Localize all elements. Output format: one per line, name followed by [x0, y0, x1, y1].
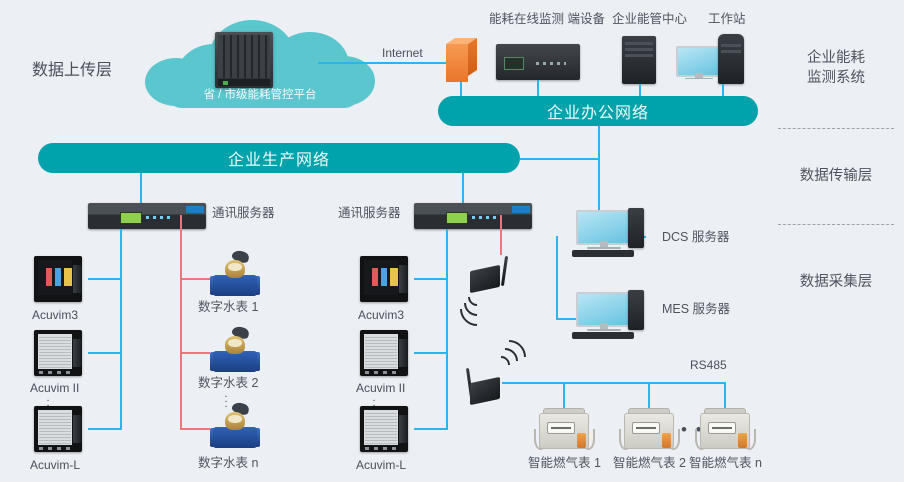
office-device-label-workstation: 工作站 — [708, 12, 746, 26]
power-meter-icon-acuvim2-mid — [360, 330, 408, 376]
plant-server-label-dcs: DCS 服务器 — [662, 230, 730, 244]
network-bar-office-label: 企业办公网络 — [546, 105, 649, 122]
power-meter-label-acuvim2-mid: Acuvim II — [356, 381, 406, 395]
bus-red-left-branch-2 — [180, 352, 210, 354]
power-meter-icon-acuvim2-left — [34, 330, 82, 376]
office-device-label-center: 企业能管中心 — [612, 12, 688, 26]
comm-server-icon-left — [88, 203, 206, 229]
rs485-bus-line — [502, 382, 726, 384]
bus-blue-mid — [446, 229, 448, 429]
bus-red-left — [180, 215, 182, 429]
bus-blue-mid-branch-2 — [414, 352, 448, 354]
gas-meter-label-n: 智能燃气表 n — [689, 456, 762, 470]
water-meter-label-2: 数字水表 2 — [198, 376, 259, 390]
office-downlink-trunk — [598, 126, 600, 236]
water-meter-icon-1 — [210, 248, 260, 296]
bus-blue-mid-branch-3 — [414, 428, 448, 430]
gas-meter-label-2: 智能燃气表 2 — [613, 456, 686, 470]
bus-blue-left — [120, 229, 122, 429]
workstation-icon — [676, 46, 722, 84]
bus-red-mid-gateway — [500, 215, 502, 255]
gas-meter-icon-n — [694, 408, 757, 452]
comm-server-icon-right — [414, 203, 532, 229]
water-meter-icon-2 — [210, 324, 260, 372]
workstation-to-office-line — [722, 84, 724, 104]
tower-pc-icon — [622, 36, 656, 84]
gas-meter-icon-2 — [618, 408, 681, 452]
comm-server-label-right: 通讯服务器 — [338, 206, 401, 220]
layer-label-upload: 数据上传层 — [32, 62, 113, 79]
workstation-tower-icon — [718, 34, 744, 84]
desktop-pc-icon-dcs — [576, 210, 632, 254]
layer-label-transport: 数据传输层 — [799, 168, 873, 184]
ellipsis-water: ... — [224, 388, 228, 410]
production-to-comm-right-line — [462, 173, 464, 205]
bus-red-left-branch-3 — [180, 428, 210, 430]
edge-to-office-line — [537, 80, 539, 104]
firewall-to-office-line — [460, 82, 462, 104]
office-to-production-line — [520, 158, 600, 160]
mes-tower-icon — [628, 290, 644, 330]
rs485-drop-3 — [724, 382, 726, 410]
gas-meter-label-1: 智能燃气表 1 — [528, 456, 601, 470]
cloud-platform: 省 / 市级能耗管控平台 — [145, 18, 375, 110]
power-meter-label-acuviml-mid: Acuvim-L — [356, 458, 407, 472]
rs485-label: RS485 — [690, 358, 727, 372]
network-bar-production-label: 企业生产网络 — [227, 152, 330, 169]
bus-blue-left-branch-3 — [88, 428, 122, 430]
water-meter-label-1: 数字水表 1 — [198, 300, 259, 314]
bus-blue-mid-branch-1 — [414, 278, 448, 280]
dcs-keyboard-icon — [572, 250, 634, 257]
water-meter-label-n: 数字水表 n — [198, 456, 259, 470]
office-server-branch — [556, 236, 558, 318]
layer-divider-2 — [778, 224, 894, 225]
power-meter-label-acuvim3-mid: Acuvim3 — [358, 308, 405, 322]
rack-appliance-icon — [496, 44, 580, 80]
office-device-label-edge: 能耗在线监测 端设备 — [489, 12, 605, 26]
power-meter-icon-acuviml-mid — [360, 406, 408, 452]
rack-server-icon — [215, 32, 273, 88]
layer-label-ems: 企业能耗 监测系统 — [786, 48, 886, 88]
network-bar-production: 企业生产网络 — [38, 143, 520, 173]
wireless-gateway-icon-upper — [470, 255, 509, 294]
comm-server-label-left: 通讯服务器 — [212, 206, 275, 220]
bus-blue-left-branch-1 — [88, 278, 122, 280]
bus-blue-left-branch-2 — [88, 352, 122, 354]
production-to-comm-left-line — [140, 173, 142, 205]
gas-meter-icon-1 — [533, 408, 596, 452]
layer-label-collection: 数据采集层 — [799, 274, 873, 290]
firewall-icon — [446, 38, 477, 86]
rs485-drop-2 — [648, 382, 650, 410]
layer-label-ems-line2: 监测系统 — [807, 70, 865, 86]
internet-label: Internet — [382, 46, 423, 60]
power-meter-icon-acuvim3-mid — [360, 256, 408, 302]
water-meter-icon-n — [210, 400, 260, 448]
rs485-drop-1 — [563, 382, 565, 410]
network-bar-office: 企业办公网络 — [438, 96, 758, 126]
center-to-office-line — [639, 84, 641, 104]
power-meter-label-acuviml-left: Acuvim-L — [30, 458, 81, 472]
layer-divider-1 — [778, 128, 894, 129]
plant-server-label-mes: MES 服务器 — [662, 302, 731, 316]
desktop-pc-icon-mes — [576, 292, 632, 336]
layer-label-ems-line1: 企业能耗 — [807, 50, 865, 66]
power-meter-label-acuvim2-left: Acuvim II — [30, 381, 80, 395]
power-meter-label-acuvim3-left: Acuvim3 — [32, 308, 79, 322]
bus-red-left-branch-1 — [180, 278, 210, 280]
internet-link-line — [318, 62, 448, 64]
mes-keyboard-icon — [572, 332, 634, 339]
dcs-tower-icon — [628, 208, 644, 248]
signal-wave-icon-upper-3 — [452, 284, 502, 334]
cloud-caption: 省 / 市级能耗管控平台 — [203, 89, 317, 101]
power-meter-icon-acuvim3-left — [34, 256, 82, 302]
power-meter-icon-acuviml-left — [34, 406, 82, 452]
